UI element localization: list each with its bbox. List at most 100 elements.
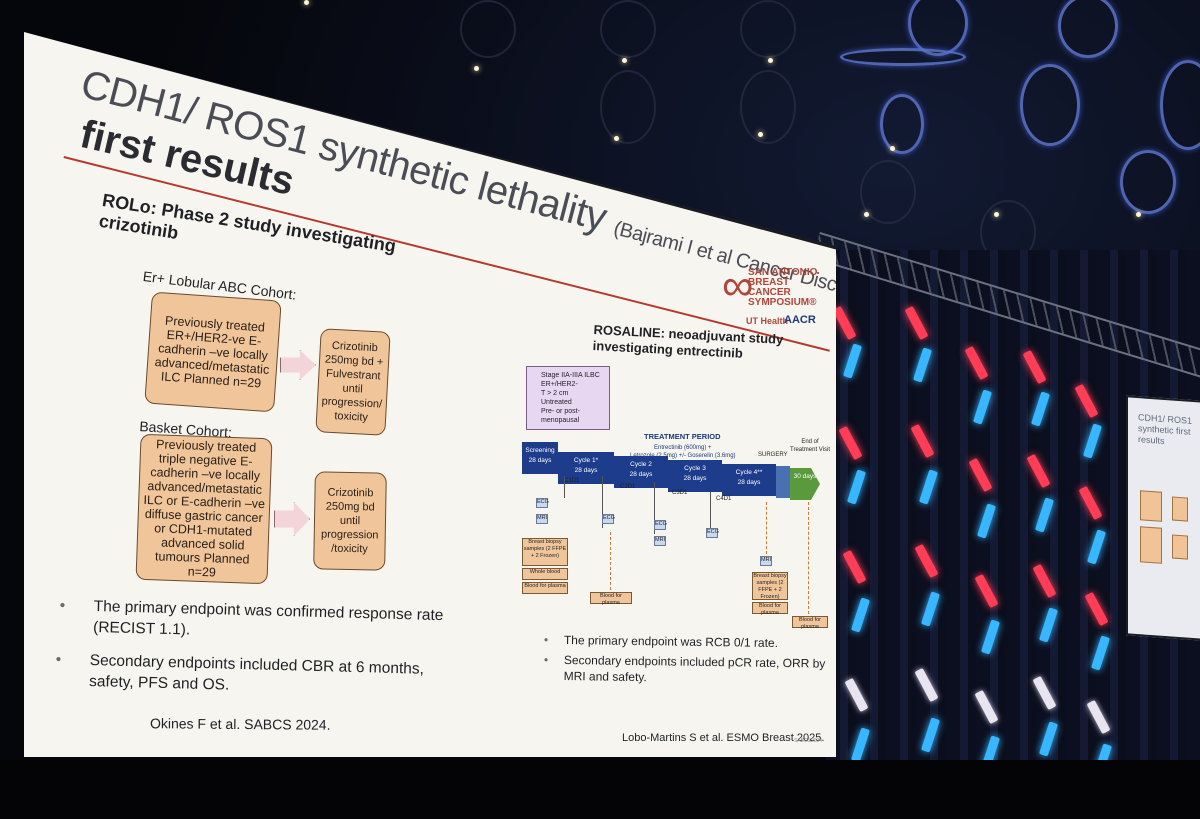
timeline-segment-sub: 28 days	[722, 478, 776, 488]
arrow-icon	[274, 502, 310, 536]
visit-label: C2D1	[620, 484, 635, 490]
ceiling-ring	[600, 70, 656, 144]
mri-box: MRI	[760, 556, 772, 566]
criteria-item: T > 2 cm	[541, 389, 605, 398]
rolo-bullet-text: Secondary endpoints included CBR at 6 mo…	[89, 652, 424, 694]
bullet-icon: •	[55, 649, 61, 670]
ceiling-ring	[880, 94, 924, 154]
visit-marker	[564, 476, 565, 498]
timeline-segment-label: Cycle 1*	[558, 456, 614, 466]
ecg-box: ECG	[654, 520, 666, 530]
whole-blood-box: Whole blood	[522, 568, 568, 580]
ceiling-bulb	[622, 58, 627, 63]
presentation-slide: CDH1/ ROS1 synthetic lethality (Bajrami …	[24, 32, 836, 757]
ceiling-bulb	[864, 212, 869, 217]
visit-label: C1D1	[564, 478, 579, 484]
biopsy-samples-box: Breast biopsy samples (2 FFPE + 2 Frozen…	[522, 538, 568, 566]
criteria-item: Pre- or post-menopausal	[541, 407, 605, 425]
cohort2-eligibility-box: Previously treated triple negative E-cad…	[135, 434, 272, 585]
rolo-bullet: • The primary endpoint was confirmed res…	[93, 596, 444, 647]
ceiling-ring	[600, 0, 656, 58]
arrow-icon	[280, 350, 316, 380]
timeline-segment-label: Cycle 4**	[722, 468, 776, 478]
timeline-segment-sub: 28 days	[614, 470, 668, 480]
timeline-screening: Screening 28 days	[522, 442, 558, 474]
mri-box: MRI	[654, 536, 666, 546]
timeline-segment-sub: 28 days	[522, 456, 558, 466]
ceiling-ring	[460, 0, 516, 58]
ceiling-ring	[840, 48, 966, 66]
ecg-box: ECG	[536, 498, 548, 508]
treatment-period-label: TREATMENT PERIOD	[644, 432, 721, 441]
cohort1-eligibility-box: Previously treated ER+/HER2-ve E-cadheri…	[144, 292, 281, 413]
blood-plasma-box: Blood for plasma	[792, 616, 828, 628]
logo-text-line: SYMPOSIUM®	[748, 298, 822, 308]
eligibility-criteria-box: Stage IIA-IIIA ILBC ER+/HER2- T > 2 cm U…	[526, 366, 610, 430]
ceiling-ring	[1160, 60, 1200, 150]
side-screen-title: CDH1/ ROS1 synthetic first results	[1128, 397, 1200, 449]
side-screen-box	[1140, 526, 1162, 564]
ceiling-bulb	[768, 58, 773, 63]
ceiling-bulb	[614, 136, 619, 141]
side-screen: CDH1/ ROS1 synthetic first results	[1126, 395, 1200, 640]
visit-marker	[710, 492, 711, 532]
visit-marker	[808, 502, 809, 614]
rosaline-bullet: • The primary endpoint was RCB 0/1 rate.	[564, 632, 834, 652]
timeline-segment-label: Cycle 2	[614, 460, 668, 470]
ceiling-ring	[740, 0, 796, 58]
ceiling-ring	[740, 70, 796, 144]
surgery-biopsy-box: Breast biopsy samples (2 FFPE + 2 Frozen…	[752, 572, 788, 600]
timeline-segment-sub: 30 days	[790, 472, 820, 482]
timeline-surgery	[776, 466, 790, 498]
slide-page-tag: SABCS2024	[794, 738, 822, 744]
rosaline-bullet: • Secondary endpoints included pCR rate,…	[564, 652, 834, 688]
side-screen-box	[1172, 496, 1188, 521]
ut-health-logo: UT Health	[746, 316, 788, 326]
rosaline-bullet-text: The primary endpoint was RCB 0/1 rate.	[564, 633, 778, 650]
ceiling-bulb	[758, 132, 763, 137]
surgery-label: SURGERY	[758, 452, 788, 458]
blood-plasma-box: Blood for plasma	[752, 602, 788, 614]
cohort1-treatment-box: Crizotinib 250mg bd + Fulvestrant until …	[315, 328, 390, 436]
visit-label: C3D1	[672, 490, 687, 496]
criteria-item: Stage IIA-IIIA ILBC	[541, 371, 605, 380]
ceiling-bulb	[474, 66, 479, 71]
blood-plasma-box: Blood for plasma	[522, 582, 568, 594]
logo-text-line: BREAST CANCER	[748, 278, 822, 298]
ceiling-bulb	[304, 0, 309, 5]
visit-label: C4D1	[716, 496, 731, 502]
rosaline-bullet-text: Secondary endpoints included pCR rate, O…	[564, 653, 826, 684]
visit-marker	[766, 502, 767, 554]
side-screen-box	[1140, 490, 1162, 522]
ceiling-bulb	[1136, 212, 1141, 217]
aacr-logo: AACR	[784, 314, 816, 326]
cohort2-treatment-box: Crizotinib 250mg bd until progression /t…	[313, 471, 387, 570]
rolo-bullet-text: The primary endpoint was confirmed respo…	[93, 598, 444, 639]
visit-marker	[610, 532, 611, 590]
timeline-segment-sub: 28 days	[558, 466, 614, 476]
study-timeline: Screening 28 days Cycle 1* 28 days Cycle…	[522, 442, 812, 480]
bullet-icon: •	[59, 595, 65, 616]
ecg-box: ECG	[602, 514, 614, 524]
bullet-icon: •	[544, 652, 548, 668]
rolo-citation: Okines F et al. SABCS 2024.	[150, 715, 331, 733]
ecg-box: ECG	[706, 528, 718, 538]
timeline-cycle4: Cycle 4** 28 days	[722, 464, 776, 496]
rolo-bullet: • Secondary endpoints included CBR at 6 …	[89, 650, 440, 701]
timeline-cycle3: Cycle 3 28 days	[668, 460, 722, 492]
ceiling-bulb	[890, 146, 895, 151]
criteria-item: Untreated	[541, 398, 605, 407]
ceiling-ring	[1020, 64, 1080, 146]
logo-text: SAN ANTONIO BREAST CANCER SYMPOSIUM®	[748, 268, 822, 308]
blood-plasma-box: Blood for plasma	[590, 592, 632, 604]
ceiling-bulb	[994, 212, 999, 217]
mri-box: MRI	[536, 514, 548, 524]
timeline-end-of-treatment: 30 days	[790, 468, 820, 500]
ceiling-ring	[1120, 150, 1176, 214]
side-screen-box	[1172, 534, 1188, 559]
criteria-item: ER+/HER2-	[541, 380, 605, 389]
timeline-segment-label: Screening	[522, 446, 558, 456]
timeline-segment-label: Cycle 3	[668, 464, 722, 474]
end-of-treatment-label: End of Treatment Visit	[790, 438, 830, 454]
